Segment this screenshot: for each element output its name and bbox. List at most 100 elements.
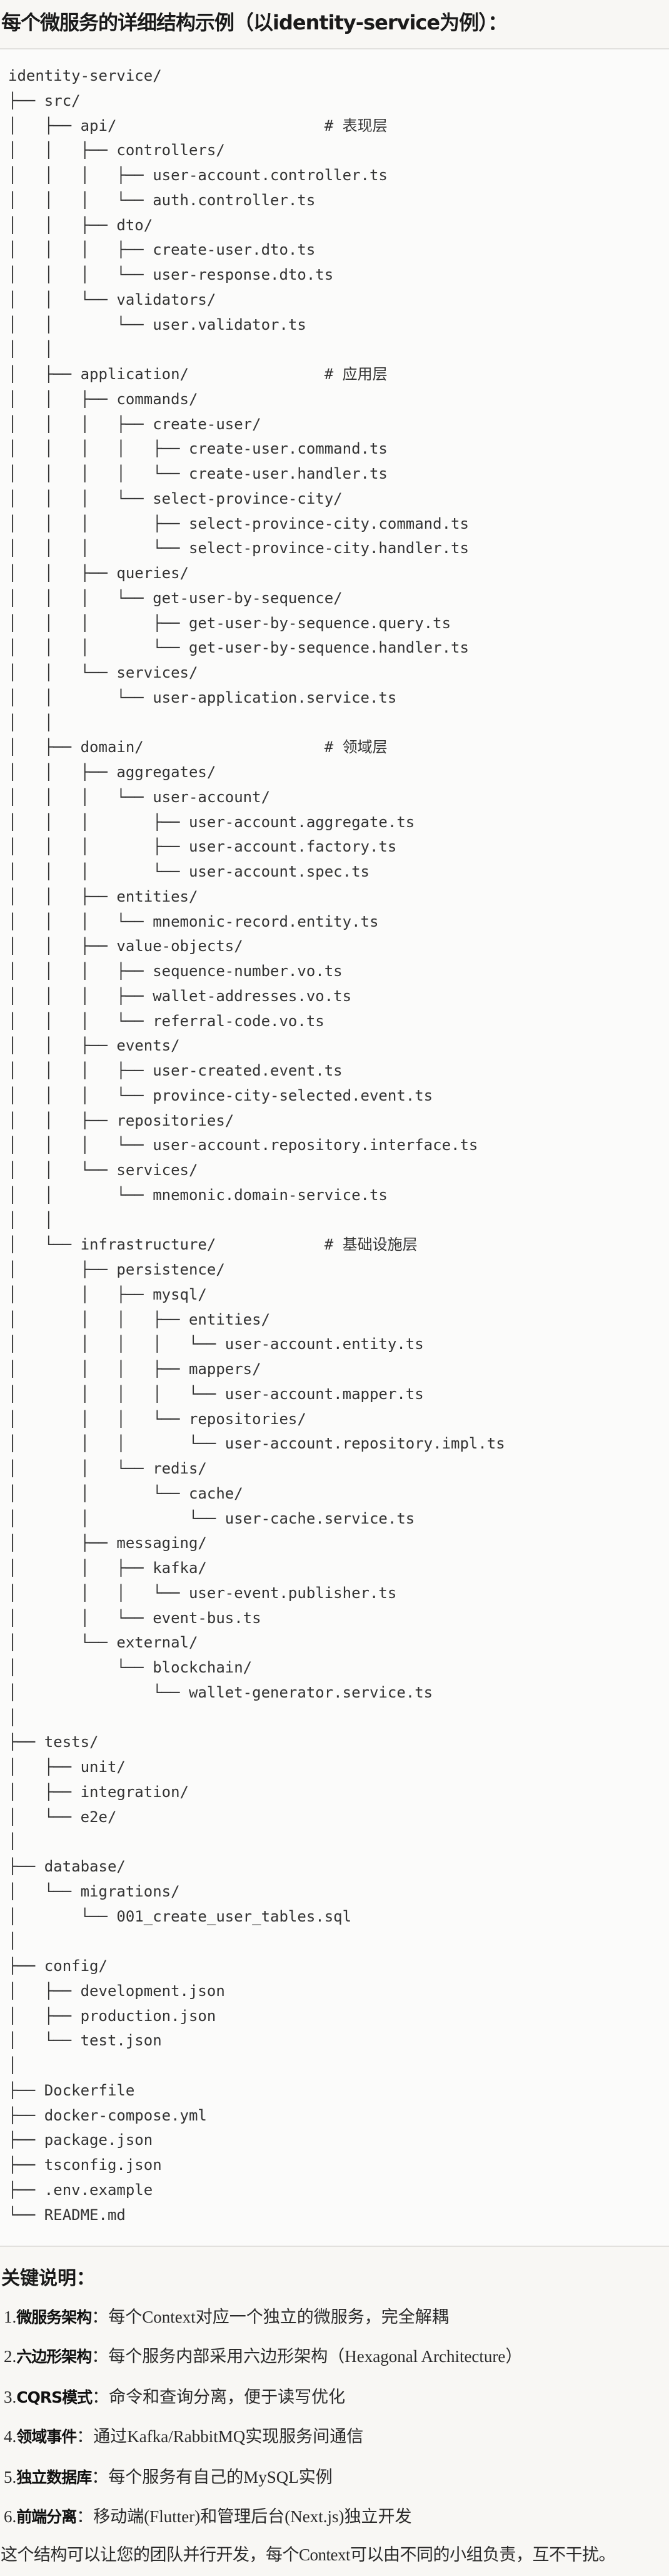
layer-comment: # 基础设施层 — [324, 1236, 418, 1254]
tree-entry: │ │ ├── dto/ — [8, 216, 153, 234]
tree-entry: │ │ │ ├── get-user-by-sequence.query.ts — [8, 614, 451, 632]
tree-line: │ └── wallet-generator.service.ts — [8, 1681, 505, 1706]
note-label: 独立数据库 — [16, 2468, 92, 2487]
tree-entry: │ └── blockchain/ — [8, 1659, 253, 1676]
tree-line: │ │ │ │ └── create-user.handler.ts — [8, 462, 505, 487]
tree-entry: │ │ ├── value-objects/ — [8, 937, 243, 955]
tree-entry: │ — [8, 1833, 18, 1851]
tree-line: │ │ │ │ └── user-account.mapper.ts — [8, 1382, 505, 1407]
tree-line: │ └── blockchain/ — [8, 1656, 505, 1681]
note-separator: ： — [91, 2308, 109, 2326]
tree-entry: │ │ │ ├── create-user.dto.ts — [8, 241, 316, 259]
tree-line: │ │ │ ├── mappers/ — [8, 1357, 505, 1382]
tree-entry: │ │ │ │ └── create-user.handler.ts — [8, 465, 388, 482]
tree-line: │ │ │ └── mnemonic-record.entity.ts — [8, 910, 505, 935]
tree-line: │ │ └── cache/ — [8, 1482, 505, 1507]
tree-line: │ │ ├── aggregates/ — [8, 760, 505, 785]
tree-line: │ │ └── user-application.service.ts — [8, 686, 505, 711]
tree-line: │ ├── api/ # 表现层 — [8, 114, 505, 139]
tree-entry: │ │ ├── aggregates/ — [8, 763, 216, 781]
tree-line: │ │ │ │ └── user-account.entity.ts — [8, 1332, 505, 1357]
layer-comment: # 表现层 — [324, 116, 388, 135]
tree-line: │ — [8, 1706, 505, 1731]
tree-entry: │ │ │ ├── user-account.aggregate.ts — [8, 813, 415, 831]
tree-line: │ │ │ └── province-city-selected.event.t… — [8, 1084, 505, 1109]
tree-line: │ │ │ └── referral-code.vo.ts — [8, 1009, 505, 1034]
tree-line: │ │ │ └── select-province-city/ — [8, 487, 505, 512]
tree-entry: │ └── test.json — [8, 2032, 162, 2050]
note-number: 5. — [4, 2468, 17, 2487]
tree-entry: │ │ — [8, 713, 54, 731]
tree-entry: │ │ │ ├── user-account.factory.ts — [8, 838, 397, 856]
tree-entry: │ │ — [8, 340, 54, 359]
note-label: 领域事件 — [16, 2428, 77, 2446]
layer-comment: # 领域层 — [324, 738, 388, 756]
tree-entry: │ │ │ │ ├── create-user.command.ts — [8, 440, 388, 458]
tree-entry: ├── .env.example — [8, 2181, 153, 2199]
tree-entry: │ │ │ └── user-event.publisher.ts — [8, 1584, 397, 1602]
tree-entry: │ │ │ ├── sequence-number.vo.ts — [8, 962, 343, 980]
section-header: 每个微服务的详细结构示例（以identity-service为例）： — [0, 0, 669, 49]
note-separator: ： — [92, 2388, 109, 2406]
tree-line: │ │ │ └── get-user-by-sequence.handler.t… — [8, 636, 505, 661]
tree-line: │ ├── development.json — [8, 1979, 505, 2004]
tree-entry: │ │ │ └── user-account/ — [8, 788, 271, 806]
tree-line: │ │ │ ├── wallet-addresses.vo.ts — [8, 984, 505, 1009]
tree-line: │ ├── persistence/ — [8, 1258, 505, 1283]
tree-line: │ │ ├── controllers/ — [8, 138, 505, 163]
tree-entry: │ │ │ ├── user-created.event.ts — [8, 1062, 343, 1079]
key-notes-section: 关键说明： — [0, 2247, 669, 2576]
tree-entry: │ └── external/ — [8, 1634, 198, 1652]
note-item: 2.六边形架构：每个服务内部采用六边形架构（Hexagonal Architec… — [4, 2345, 522, 2368]
tree-line: ├── database/ — [8, 1855, 505, 1880]
tree-line: ├── Dockerfile — [8, 2079, 505, 2104]
layer-comment: # 应用层 — [324, 365, 388, 383]
tree-entry: │ └── 001_create_user_tables.sql — [8, 1907, 352, 1925]
tree-entry: │ │ │ ├── mappers/ — [8, 1360, 261, 1378]
tree-entry: │ │ └── validators/ — [8, 290, 216, 308]
tree-line: │ └── infrastructure/ # 基础设施层 — [8, 1233, 505, 1258]
tree-line: │ ├── integration/ — [8, 1780, 505, 1805]
note-text: 移动端(Flutter)和管理后台(Next.js)独立开发 — [93, 2507, 412, 2526]
tree-entry: │ │ └── event-bus.ts — [8, 1609, 261, 1627]
note-item: 5.独立数据库：每个服务有自己的MySQL实例 — [4, 2466, 333, 2489]
tree-line: │ │ — [8, 337, 505, 362]
tree-line: │ │ ├── queries/ — [8, 561, 505, 586]
note-text: 每个服务有自己的MySQL实例 — [108, 2468, 333, 2487]
note-item: 6.前端分离：移动端(Flutter)和管理后台(Next.js)独立开发 — [4, 2505, 411, 2528]
tree-line: │ │ │ ├── user-created.event.ts — [8, 1059, 505, 1084]
tree-entry: │ │ └── services/ — [8, 664, 198, 681]
tree-line: ├── .env.example — [8, 2178, 505, 2203]
note-text: 通过Kafka/RabbitMQ实现服务间通信 — [93, 2427, 364, 2446]
tree-line: │ │ │ └── user-account.repository.impl.t… — [8, 1432, 505, 1457]
tree-line: │ └── e2e/ — [8, 1805, 505, 1830]
tree-entry: │ │ │ ├── select-province-city.command.t… — [8, 514, 469, 532]
tree-line: │ │ └── user.validator.ts — [8, 313, 505, 338]
tree-entry: │ — [8, 2057, 18, 2074]
tree-entry: │ │ ├── kafka/ — [8, 1559, 207, 1577]
tree-entry: │ — [8, 1708, 18, 1726]
tree-line: │ └── external/ — [8, 1631, 505, 1656]
tree-line: │ │ └── event-bus.ts — [8, 1606, 505, 1631]
tree-entry: │ │ └── cache/ — [8, 1484, 243, 1502]
directory-tree: identity-service/├── src/│ ├── api/ # 表现… — [8, 64, 505, 2227]
tree-entry: ├── database/ — [8, 1858, 126, 1875]
tree-entry: │ │ │ └── auth.controller.ts — [8, 191, 316, 209]
tree-entry: │ │ │ └── user-account.repository.impl.t… — [8, 1435, 505, 1453]
note-separator: ： — [91, 2347, 109, 2366]
tree-entry: │ │ │ │ └── user-account.mapper.ts — [8, 1385, 424, 1403]
tree-line: │ └── 001_create_user_tables.sql — [8, 1905, 505, 1930]
tree-entry: │ │ │ └── select-province-city.handler.t… — [8, 539, 469, 557]
note-separator: ： — [76, 2427, 94, 2446]
note-text: 每个Context对应一个独立的微服务，完全解耦 — [108, 2308, 449, 2326]
tree-entry: ├── Dockerfile — [8, 2081, 135, 2099]
tree-line: │ │ ├── repositories/ — [8, 1109, 505, 1134]
tree-entry: │ └── wallet-generator.service.ts — [8, 1683, 433, 1701]
tree-entry: │ ├── application/ — [8, 365, 189, 383]
tree-line: │ │ │ └── auth.controller.ts — [8, 188, 505, 213]
tree-entry: ├── package.json — [8, 2131, 153, 2149]
tree-line: │ │ │ ├── select-province-city.command.t… — [8, 512, 505, 537]
tree-line: │ — [8, 1830, 505, 1855]
tree-entry: │ │ │ ├── entities/ — [8, 1310, 271, 1328]
tree-entry: │ │ └── mnemonic.domain-service.ts — [8, 1186, 388, 1204]
